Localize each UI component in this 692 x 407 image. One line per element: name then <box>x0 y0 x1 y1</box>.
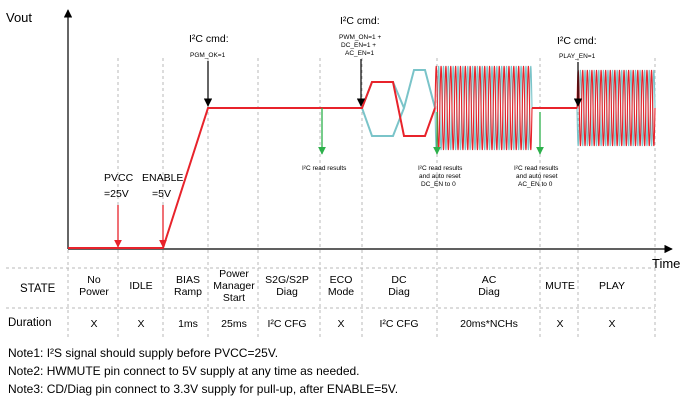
state-cell: Diag <box>388 286 410 298</box>
state-cell: DC <box>391 274 407 286</box>
duration-cell: X <box>608 318 615 330</box>
state-cell: ECO <box>330 274 353 286</box>
svg-text:I²C cmd:: I²C cmd: <box>340 15 380 27</box>
red-play-trace <box>576 69 656 147</box>
read-results-s2g: I²C read results <box>302 108 347 172</box>
svg-text:AC_EN to 0: AC_EN to 0 <box>518 181 553 188</box>
duration-cells: X X 1ms 25ms I²C CFG X I²C CFG 20ms*NCHs X X <box>90 318 615 330</box>
svg-text:and auto reset: and auto reset <box>419 173 461 180</box>
svg-text:PLAY_EN=1: PLAY_EN=1 <box>559 53 596 60</box>
duration-cell: X <box>337 318 344 330</box>
state-cell: No <box>87 274 101 286</box>
duration-cell: 25ms <box>221 318 247 330</box>
complement-diag-trace <box>360 69 436 137</box>
svg-text:I²C read results: I²C read results <box>418 165 463 172</box>
duration-cell: I²C CFG <box>379 318 418 330</box>
read-results-dc: I²C read results and auto reset DC_EN to… <box>418 112 463 188</box>
duration-cell: X <box>137 318 144 330</box>
duration-cell: 20ms*NCHs <box>460 318 518 330</box>
svg-text:=25V: =25V <box>104 188 129 200</box>
svg-text:I²C read results: I²C read results <box>302 165 347 172</box>
state-cell: IDLE <box>129 280 152 292</box>
enable-event: ENABLE =5V <box>142 172 183 248</box>
note-3: Note3: CD/Diag pin connect to 3.3V suppl… <box>8 382 399 396</box>
state-cell: Ramp <box>174 286 202 298</box>
note-2: Note2: HWMUTE pin connect to 5V supply a… <box>8 364 360 378</box>
i2c-cmd-pgm-ok: I²C cmd: PGM_OK=1 <box>189 33 229 107</box>
svg-text:AC_EN=1: AC_EN=1 <box>345 50 374 57</box>
vout-main-trace <box>68 81 436 249</box>
duration-cell: 1ms <box>178 318 198 330</box>
note-1: Note1: I²S signal should supply before P… <box>8 346 279 360</box>
duration-cell: X <box>556 318 563 330</box>
svg-text:DC_EN=1 +: DC_EN=1 + <box>341 42 376 49</box>
state-cell: Mode <box>328 286 354 298</box>
svg-text:and auto reset: and auto reset <box>516 173 558 180</box>
state-cell: Diag <box>478 286 500 298</box>
svg-text:I²C read results: I²C read results <box>514 165 559 172</box>
pvcc-event: PVCC =25V <box>104 172 134 248</box>
state-cell: Manager <box>213 280 255 292</box>
svg-text:PGM_OK=1: PGM_OK=1 <box>190 52 226 59</box>
vout-waveform <box>68 65 656 249</box>
state-row-header: STATE <box>20 283 56 295</box>
state-cell: Power <box>79 286 109 298</box>
svg-text:DC_EN to 0: DC_EN to 0 <box>421 181 456 188</box>
state-cell: AC <box>482 274 497 286</box>
red-ac-trace <box>434 65 533 151</box>
svg-text:I²C cmd:: I²C cmd: <box>189 33 229 45</box>
svg-text:PWM_ON=1 +: PWM_ON=1 + <box>339 34 381 41</box>
state-cell: BIAS <box>176 274 200 286</box>
state-cell: S2G/S2P <box>265 274 309 286</box>
duration-cell: I²C CFG <box>267 318 306 330</box>
state-cell: Power <box>219 268 249 280</box>
state-cell: Diag <box>276 286 298 298</box>
duration-row-header: Duration <box>8 317 51 329</box>
notes-block: Note1: I²S signal should supply before P… <box>8 344 398 398</box>
duration-cell: X <box>90 318 97 330</box>
x-axis-label: Time <box>652 256 680 271</box>
i2c-cmd-diag-enable: I²C cmd: PWM_ON=1 + DC_EN=1 + AC_EN=1 <box>339 15 381 107</box>
state-cell: Start <box>223 292 245 304</box>
state-cell: MUTE <box>545 280 575 292</box>
y-axis-label: Vout <box>6 10 32 25</box>
svg-text:PVCC: PVCC <box>104 172 134 184</box>
state-cell: PLAY <box>599 280 625 292</box>
svg-text:=5V: =5V <box>152 188 171 200</box>
i2c-cmd-play-enable: I²C cmd: PLAY_EN=1 <box>557 35 597 107</box>
read-results-ac: I²C read results and auto reset AC_EN to… <box>514 112 559 188</box>
svg-text:I²C cmd:: I²C cmd: <box>557 35 597 47</box>
svg-text:ENABLE: ENABLE <box>142 172 183 184</box>
